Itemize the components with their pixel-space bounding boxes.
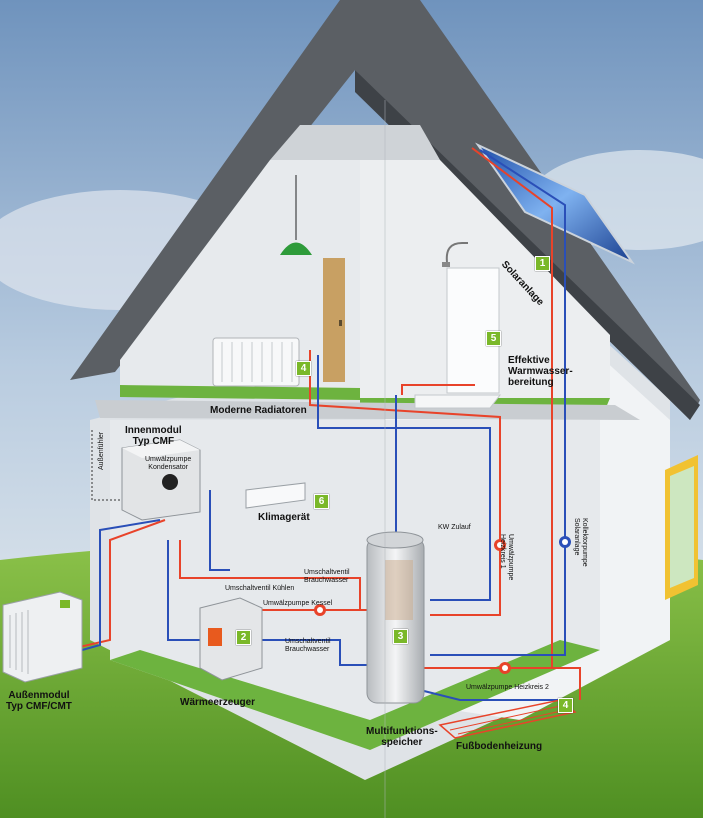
label-umwaelzpumpe-kondensator: Umwälzpumpe Kondensator (145, 456, 192, 471)
shower-tiles (446, 267, 500, 394)
roof (70, 0, 700, 420)
label-aussenmodul: Außenmodul Typ CMF/CMT (6, 690, 72, 712)
label-umwaelzpumpe-heizkreis2: Umwälzpumpe Heizkreis 2 (466, 684, 549, 691)
door (323, 258, 345, 382)
label-fussbodenheizung: Fußbodenheizung (456, 741, 543, 752)
shower-tray (414, 394, 502, 409)
label-umschaltventil-kuehlen: Umschaltventil Kühlen (225, 585, 295, 592)
badge-4-radiator: 4 (296, 361, 311, 376)
return-pipes (74, 149, 566, 701)
pumps (314, 536, 571, 674)
label-umwaelzpumpe-heizkreis1: Umwälzpumpe Heizkreis 1 (499, 534, 514, 581)
air-conditioner (245, 482, 306, 509)
label-aussenfuehler: Außenfühler (98, 431, 105, 470)
label-multifunktionsspeicher: Multifunktions- speicher (366, 726, 438, 748)
outdoor-unit (2, 591, 83, 683)
badge-3: 3 (393, 629, 408, 644)
label-moderne-radiatoren: Moderne Radiatoren (210, 405, 307, 416)
label-waermeerzeuger: Wärmeerzeuger (180, 697, 256, 708)
ceiling-lamp (280, 242, 312, 255)
label-effektive-warmwasser: Effektive Warmwasser- bereitung (508, 355, 573, 388)
radiator (212, 337, 300, 387)
badge-2: 2 (236, 630, 251, 645)
label-innenmodul: Innenmodul Typ CMF (125, 425, 182, 447)
badge-4-underfloor: 4 (558, 698, 573, 713)
label-kw-zulauf: KW Zulauf (438, 524, 471, 531)
badge-5: 5 (486, 331, 501, 346)
label-umschaltventil-brauchwasser-2: Umschaltventil Brauchwasser (285, 638, 331, 653)
heat-generator (199, 597, 263, 681)
attic-floor-left (120, 385, 360, 400)
supply-pipes (74, 147, 581, 700)
label-umschaltventil-brauchwasser-1: Umschaltventil Brauchwasser (304, 569, 350, 584)
label-klimageraet: Klimagerät (258, 512, 310, 523)
badge-1: 1 (535, 256, 550, 271)
badge-6: 6 (314, 494, 329, 509)
label-umwaelzpumpe-kessel: Umwälzpumpe Kessel (263, 600, 333, 607)
label-kollektorpumpe: Kollektorpumpe Solaranlage (573, 518, 588, 567)
underfloor-heating (438, 699, 577, 739)
